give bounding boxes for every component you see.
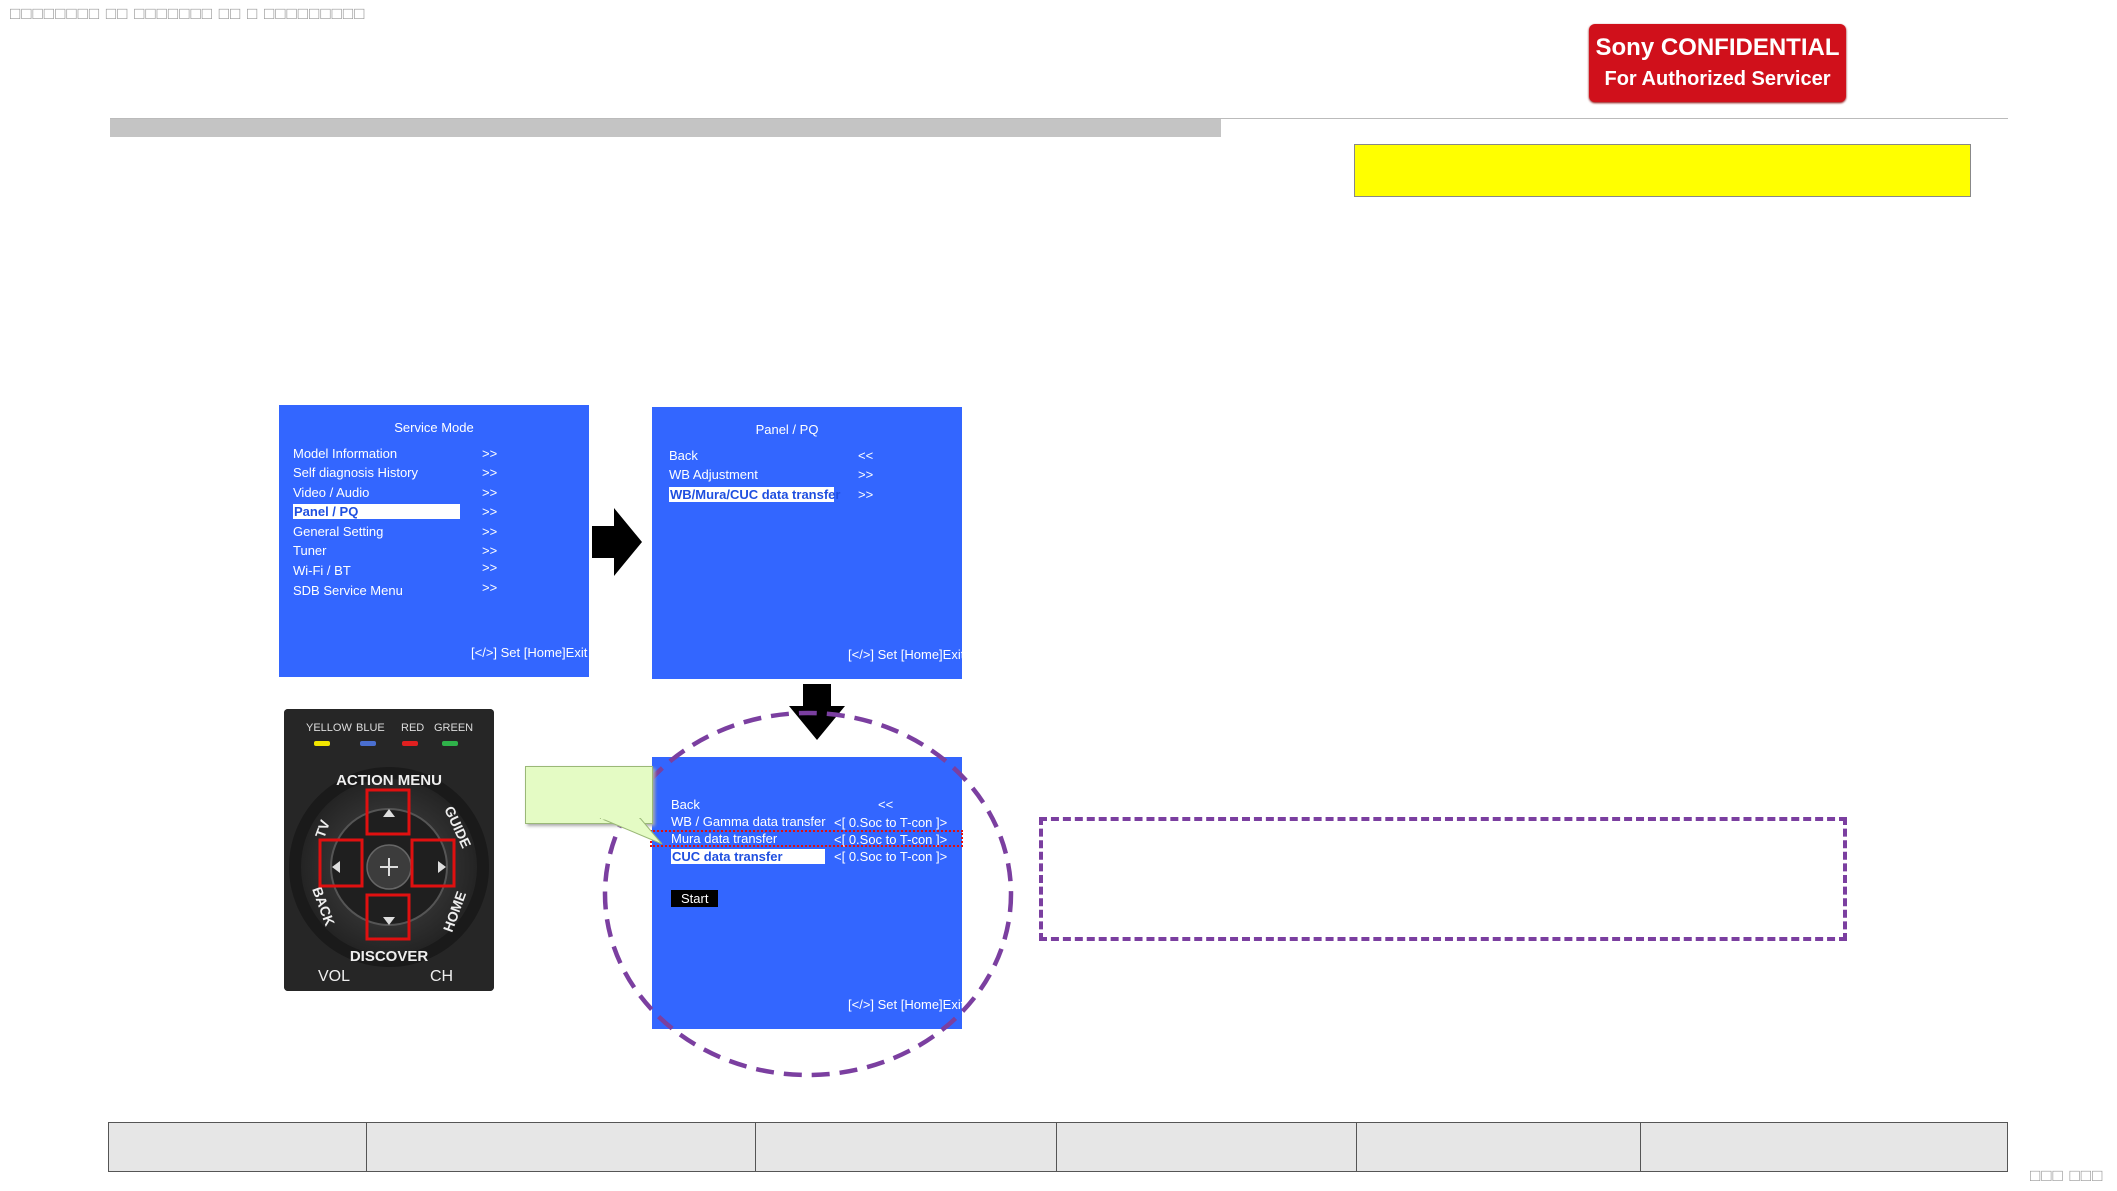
menu-arrow: >>	[482, 504, 498, 519]
menu-item-back[interactable]: Back	[671, 797, 700, 812]
screen-title: Panel / PQ	[755, 422, 819, 437]
menu-item-wb-adjustment[interactable]: WB Adjustment	[669, 467, 758, 482]
page-number-garbled: □□□ □□□	[2030, 1166, 2104, 1185]
footer-cell	[109, 1123, 367, 1171]
menu-item-video-audio[interactable]: Video / Audio	[293, 485, 370, 500]
red-key[interactable]	[402, 741, 418, 746]
footer-table	[108, 1122, 2008, 1172]
menu-item-tuner[interactable]: Tuner	[293, 543, 327, 558]
menu-arrow: <<	[858, 448, 874, 463]
remote-dpad-icon: YELLOW BLUE RED GREEN ACTION MENU TV GUI…	[284, 709, 494, 991]
blue-key[interactable]	[360, 741, 376, 746]
ch-label: CH	[430, 968, 453, 985]
remote-control-image: YELLOW BLUE RED GREEN ACTION MENU TV GUI…	[284, 709, 494, 991]
menu-item-mura-transfer[interactable]: Mura data transfer	[671, 831, 778, 846]
screen-footer: [</>] Set [Home]Exit	[848, 997, 965, 1012]
footer-cell	[756, 1123, 1057, 1171]
menu-arrow: >>	[482, 465, 498, 480]
title-gray-bar	[110, 119, 1221, 137]
callout-tail	[599, 818, 663, 845]
yellow-note-box	[1354, 144, 1971, 197]
menu-item-back[interactable]: Back	[669, 448, 698, 463]
focus-circle	[602, 710, 1014, 1078]
arrow-right-icon	[592, 508, 642, 576]
panel-pq-screen: Panel / PQ Back << WB Adjustment >> WB/M…	[652, 407, 965, 679]
footer-cell	[1057, 1123, 1357, 1171]
yellow-key[interactable]	[314, 741, 330, 746]
header-divider	[110, 118, 2008, 119]
right-button-highlight[interactable]	[410, 838, 456, 888]
menu-arrow: >>	[482, 524, 498, 539]
green-key[interactable]	[442, 741, 458, 746]
menu-value[interactable]: <[ 0.Soc to T-con ]>	[834, 832, 948, 847]
menu-value[interactable]: <[ 0.Soc to T-con ]>	[834, 815, 948, 830]
menu-item-model-information[interactable]: Model Information	[293, 446, 398, 461]
action-menu-label: ACTION MENU	[336, 772, 442, 789]
menu-item-general-setting[interactable]: General Setting	[293, 524, 384, 539]
tv-label: TV	[312, 817, 333, 840]
screen-title: Service Mode	[394, 420, 474, 435]
service-mode-screen: Service Mode Model Information >> Self d…	[279, 405, 589, 677]
discover-label: DISCOVER	[350, 948, 429, 965]
menu-arrow: >>	[858, 467, 874, 482]
up-button-highlight[interactable]	[365, 788, 411, 836]
menu-item-self-diagnosis[interactable]: Self diagnosis History	[293, 465, 418, 480]
menu-item-wifi-bt[interactable]: Wi-Fi / BT	[293, 563, 351, 578]
menu-arrow: >>	[482, 580, 498, 595]
vol-label: VOL	[318, 968, 350, 985]
menu-item-cuc-transfer[interactable]: CUC data transfer	[671, 849, 825, 864]
menu-arrow: >>	[482, 446, 498, 461]
arrow-down-icon	[789, 684, 845, 740]
footer-cell	[1641, 1123, 2007, 1171]
confidential-line2: For Authorized Servicer	[1604, 68, 1831, 90]
menu-value[interactable]: <[ 0.Soc to T-con ]>	[834, 849, 948, 864]
confidential-line1: Sony CONFIDENTIAL	[1595, 34, 1840, 61]
header-garbled-text: □□□□□□□□ □□ □□□□□□□ □□ □ □□□□□□□□□	[10, 4, 366, 23]
menu-item-wb-mura-cuc[interactable]: WB/Mura/CUC data transfer	[669, 487, 841, 502]
red-key-label: RED	[401, 722, 424, 734]
menu-arrow: >>	[482, 560, 498, 575]
confidential-badge: Sony CONFIDENTIAL For Authorized Service…	[1589, 24, 1846, 102]
menu-item-wb-gamma-transfer[interactable]: WB / Gamma data transfer	[671, 814, 826, 829]
menu-item-panel-pq[interactable]: Panel / PQ	[293, 504, 460, 519]
screen-footer: [</>] Set [Home]Exit	[848, 647, 965, 662]
menu-item-sdb-service[interactable]: SDB Service Menu	[293, 583, 403, 598]
footer-cell	[1357, 1123, 1641, 1171]
menu-arrow: >>	[482, 485, 498, 500]
menu-arrow: >>	[858, 487, 874, 502]
yellow-key-label: YELLOW	[306, 722, 352, 734]
data-transfer-screen: Back << WB / Gamma data transfer <[ 0.So…	[652, 757, 965, 1029]
start-button[interactable]: Start	[671, 890, 719, 907]
callout-box	[525, 766, 653, 824]
footer-cell	[367, 1123, 756, 1171]
menu-value: <<	[878, 797, 894, 812]
screen-footer: [</>] Set [Home]Exit	[471, 645, 588, 660]
blue-key-label: BLUE	[356, 722, 385, 734]
note-dashed-box	[1039, 817, 1847, 941]
green-key-label: GREEN	[434, 722, 473, 734]
left-button-highlight[interactable]	[318, 838, 364, 888]
down-button-highlight[interactable]	[365, 893, 411, 941]
menu-arrow: >>	[482, 543, 498, 558]
